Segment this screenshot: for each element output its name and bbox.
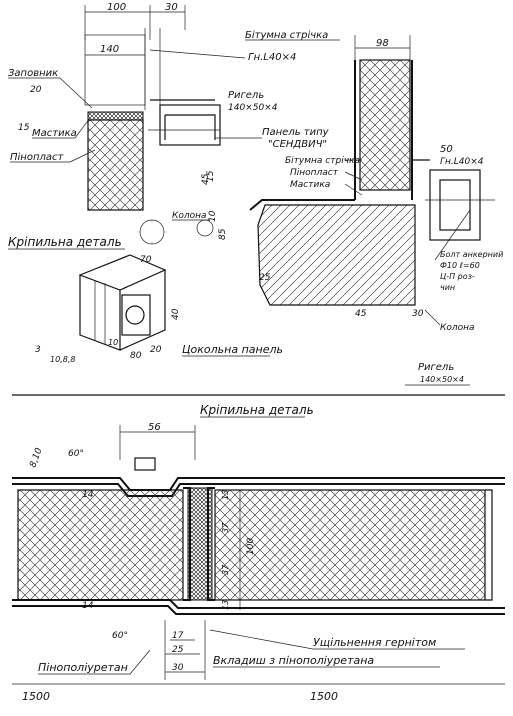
label-rigel-bottom: Ригель bbox=[418, 362, 454, 373]
dim-15-b: 15 bbox=[206, 170, 216, 182]
label-anchor-bolt-3: Ц-П роз- bbox=[440, 272, 475, 281]
label-seal: Ущільнення гернітом bbox=[313, 636, 436, 649]
label-column-mid: Колона bbox=[172, 211, 207, 221]
dim-60-top: 60° bbox=[68, 449, 84, 459]
label-rigel-top: Ригель bbox=[228, 90, 264, 101]
label-sandwich: "СЕНДВИЧ" bbox=[268, 139, 327, 150]
label-anchor-bolt-2: Ф10 ℓ=60 bbox=[440, 261, 480, 270]
label-angle-right: Гн.L40×4 bbox=[440, 157, 484, 167]
label-anchor-bolt-4: чин bbox=[440, 283, 455, 292]
dim-85: 85 bbox=[218, 228, 228, 240]
label-anchor-bolt-1: Болт анкерний bbox=[440, 250, 503, 259]
dim-100-b: 100 bbox=[246, 538, 256, 555]
dim-25-r: 25 bbox=[259, 273, 271, 283]
detail-fastening-iso: Кріпильна деталь 70 40 10 80 20 3 10,8,8… bbox=[8, 219, 283, 364]
dim-50: 50 bbox=[440, 144, 453, 155]
label-bitumen-tape-top: Бітумна стрічка bbox=[245, 29, 328, 41]
dim-45: 45 bbox=[201, 173, 211, 185]
dim-15-top-left: 15 bbox=[18, 123, 30, 133]
dim-1500-right: 1500 bbox=[310, 690, 338, 703]
label-panel-type: Панель типу bbox=[262, 127, 330, 138]
dim-20-b: 20 bbox=[150, 345, 162, 355]
label-foam-right: Пінопласт bbox=[290, 168, 339, 178]
dim-25-b: 25 bbox=[172, 645, 184, 655]
dim-10-8-8: 10,8,8 bbox=[50, 355, 75, 364]
dim-10-a: 10 bbox=[208, 210, 218, 222]
label-angle-top: Гн.L40×4 bbox=[248, 52, 296, 63]
dim-14-a: 14 bbox=[82, 490, 94, 500]
dim-3: 3 bbox=[35, 345, 41, 355]
dim-37-b: 37 bbox=[221, 564, 230, 575]
dim-1500-left: 1500 bbox=[22, 690, 50, 703]
dim-13-a: 13 bbox=[221, 490, 230, 500]
label-bitumen-tape-right: Бітумна стрічка bbox=[285, 156, 360, 166]
label-mastic-right: Мастика bbox=[290, 180, 330, 190]
dim-30-b: 30 bbox=[172, 663, 184, 673]
label-pu-foam: Пінополіуретан bbox=[38, 661, 128, 674]
dim-13-b: 13 bbox=[221, 600, 230, 610]
dim-10-b: 10 bbox=[108, 338, 118, 347]
label-foam-left: Пінопласт bbox=[10, 151, 65, 163]
dim-14-b: 14 bbox=[82, 601, 94, 611]
label-fastening-detail-1: Кріпильна деталь bbox=[8, 235, 122, 249]
label-mastic-left: Мастика bbox=[32, 128, 77, 139]
dim-140: 140 bbox=[100, 44, 119, 55]
dim-30-top: 30 bbox=[165, 2, 178, 13]
label-rigel-top-size: 140×50×4 bbox=[228, 103, 278, 113]
dim-70: 70 bbox=[140, 255, 152, 265]
dim-40: 40 bbox=[171, 308, 181, 320]
dim-56: 56 bbox=[148, 422, 161, 433]
dim-60-bot: 60° bbox=[112, 631, 128, 641]
dim-30-r: 30 bbox=[412, 309, 424, 319]
label-plinth-panel: Цокольна панель bbox=[182, 343, 283, 356]
detail-joint-section: Ригель 140×50×4 Кріпильна деталь 56 8,10… bbox=[12, 362, 505, 703]
dim-8-10: 8,10 bbox=[28, 447, 44, 470]
label-column-right: Колона bbox=[440, 323, 475, 333]
detail-top-left: 100 30 140 Бітумна стрічка Гн.L40×4 Запо… bbox=[8, 2, 340, 211]
dim-45-r: 45 bbox=[355, 309, 367, 319]
label-filler: Заповник bbox=[8, 68, 58, 79]
dim-17: 17 bbox=[172, 631, 184, 641]
dim-100: 100 bbox=[107, 2, 126, 13]
dim-80: 80 bbox=[130, 351, 142, 361]
dim-20-top-left: 20 bbox=[30, 85, 42, 95]
label-rigel-bottom-size: 140×50×4 bbox=[420, 375, 464, 384]
dim-37-a: 37 bbox=[221, 522, 230, 533]
detail-top-right: 98 50 Гн.L40×4 Бітумна стрічка Пінопласт… bbox=[172, 35, 503, 333]
label-inserts: Вкладиш з пінополіуретана bbox=[213, 654, 374, 667]
label-fastening-detail-2: Кріпильна деталь bbox=[200, 403, 314, 417]
dim-98: 98 bbox=[376, 38, 389, 49]
